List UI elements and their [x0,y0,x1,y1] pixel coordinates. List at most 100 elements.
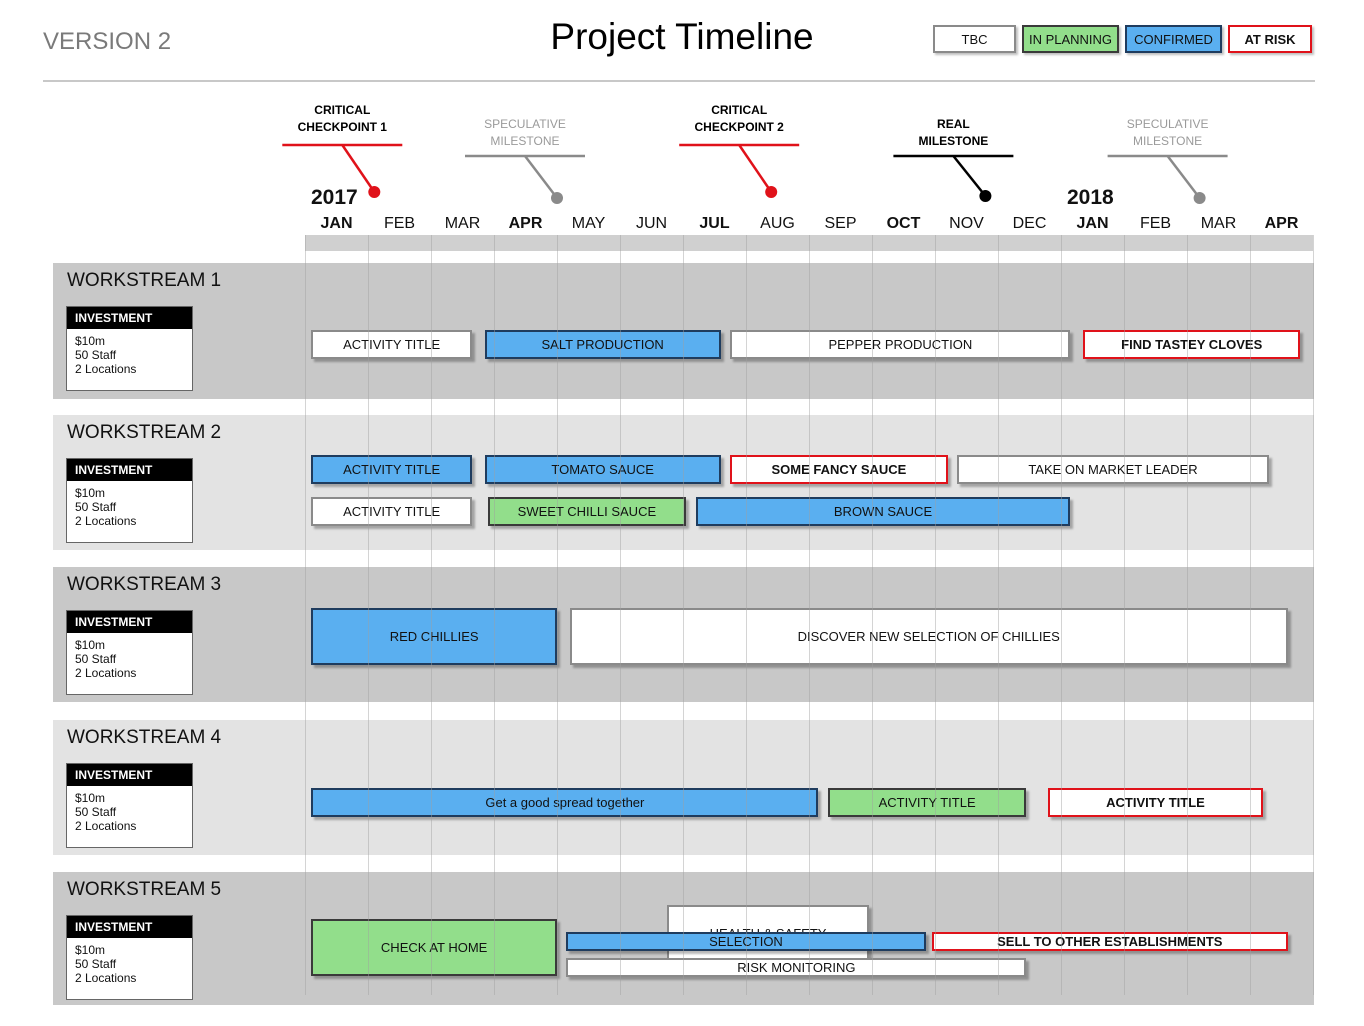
legend-atrisk: AT RISK [1228,25,1312,53]
legend-planning: IN PLANNING [1022,25,1119,53]
milestone-dot [368,186,381,198]
milestone-label: SPECULATIVE MILESTONE [1093,116,1243,150]
milestone-stem [738,144,773,193]
investment-line: 50 Staff [75,348,117,362]
month-label: FEB [1139,215,1172,232]
month-label: FEB [383,215,416,232]
activity-bar[interactable]: ACTIVITY TITLE [827,788,1027,817]
month-label: APR [508,215,543,232]
month-gridline [809,235,810,995]
month-label: AUG [760,215,795,232]
investment-heading: INVESTMENT [67,459,192,481]
month-gridline [1250,235,1251,995]
activity-bar[interactable]: DISCOVER NEW SELECTION OF CHILLIES [569,608,1288,665]
milestone-label-line: CHECKPOINT 2 [694,120,784,134]
activity-bar[interactable]: FIND TASTEY CLOVES [1083,330,1301,359]
investment-line: 50 Staff [75,500,117,514]
investment-line: 50 Staff [75,652,117,666]
month-label: NOV [949,215,984,232]
activity-bar[interactable]: SELL TO OTHER ESTABLISHMENTS [931,932,1288,951]
investment-line: $10m [75,486,106,500]
activity-bar[interactable]: Get a good spread together [311,788,819,817]
year-label: 2018 [1067,186,1114,209]
month-gridline [872,235,873,995]
activity-bar[interactable]: SOME FANCY SAUCE [730,455,948,484]
month-label: OCT [886,215,921,232]
investment-line: 2 Locations [75,819,137,833]
month-label: SEP [824,215,857,232]
month-label: JUL [699,215,730,232]
milestone-stem [524,155,558,199]
month-gridline [1061,235,1062,995]
month-gridline [1313,235,1314,995]
investment-line: $10m [75,791,106,805]
year-label: 2017 [311,186,358,209]
activity-bar[interactable]: RISK MONITORING [566,958,1027,977]
month-header-bar [305,235,1313,251]
activity-bar[interactable]: SALT PRODUCTION [484,330,721,359]
milestone-dot [1193,192,1206,204]
activity-bar[interactable]: ACTIVITY TITLE [1048,788,1263,817]
month-gridline [746,235,747,995]
activity-bar[interactable]: TOMATO SAUCE [484,455,721,484]
month-gridline [683,235,684,995]
workstream-title: WORKSTREAM 3 [67,574,222,595]
activity-bar[interactable]: RED CHILLIES [311,608,557,665]
legend-confirmed: CONFIRMED [1125,25,1222,53]
investment-line: 2 Locations [75,514,137,528]
activity-bar[interactable]: BROWN SAUCE [695,497,1071,526]
month-gridline [305,235,306,995]
investment-line: 2 Locations [75,971,137,985]
month-gridline [935,235,936,995]
investment-heading: INVESTMENT [67,307,192,329]
activity-bar[interactable]: SWEET CHILLI SAUCE [487,497,687,526]
month-gridline [1187,235,1188,995]
milestone-label-line: MILESTONE [1133,134,1203,148]
investment-line: 2 Locations [75,362,137,376]
month-gridline [620,235,621,995]
investment-heading: INVESTMENT [67,916,192,938]
milestone-dot [551,192,563,204]
activity-bar[interactable]: TAKE ON MARKET LEADER [957,455,1269,484]
investment-line: $10m [75,334,106,348]
milestone-dot [765,186,778,198]
activity-bar[interactable]: CHECK AT HOME [311,919,557,976]
activity-bar[interactable]: ACTIVITY TITLE [311,455,472,484]
activity-bar[interactable]: ACTIVITY TITLE [311,497,472,526]
month-label: JAN [320,215,353,232]
month-gridline [494,235,495,995]
month-label: DEC [1012,215,1047,232]
workstream-title: WORKSTREAM 2 [67,422,222,443]
workstream-title: WORKSTREAM 4 [67,727,222,748]
milestone-label-line: MILESTONE [918,134,989,148]
milestone-label-line: SPECULATIVE [1126,117,1209,131]
milestone-stem [1166,155,1201,199]
month-gridline [1124,235,1125,995]
investment-heading: INVESTMENT [67,611,192,633]
activity-bar[interactable]: PEPPER PRODUCTION [730,330,1071,359]
workstream-title: WORKSTREAM 1 [67,270,222,291]
version-label: VERSION 2 [43,28,172,55]
month-label: JAN [1076,215,1109,232]
month-gridline [368,235,369,995]
month-label: MAY [571,215,606,232]
activity-bar[interactable]: SELECTION [566,932,926,951]
milestone-label: SPECULATIVE MILESTONE [450,116,600,150]
milestone-label-line: SPECULATIVE [484,117,566,131]
activity-bar[interactable]: ACTIVITY TITLE [311,330,472,359]
month-label: JUN [635,215,668,232]
legend-tbc: TBC [933,25,1016,53]
milestone-label-line: MILESTONE [490,134,560,148]
milestone-stem [341,144,376,193]
investment-line: $10m [75,943,106,957]
header-divider [43,80,1315,82]
milestone-dot [979,190,992,202]
